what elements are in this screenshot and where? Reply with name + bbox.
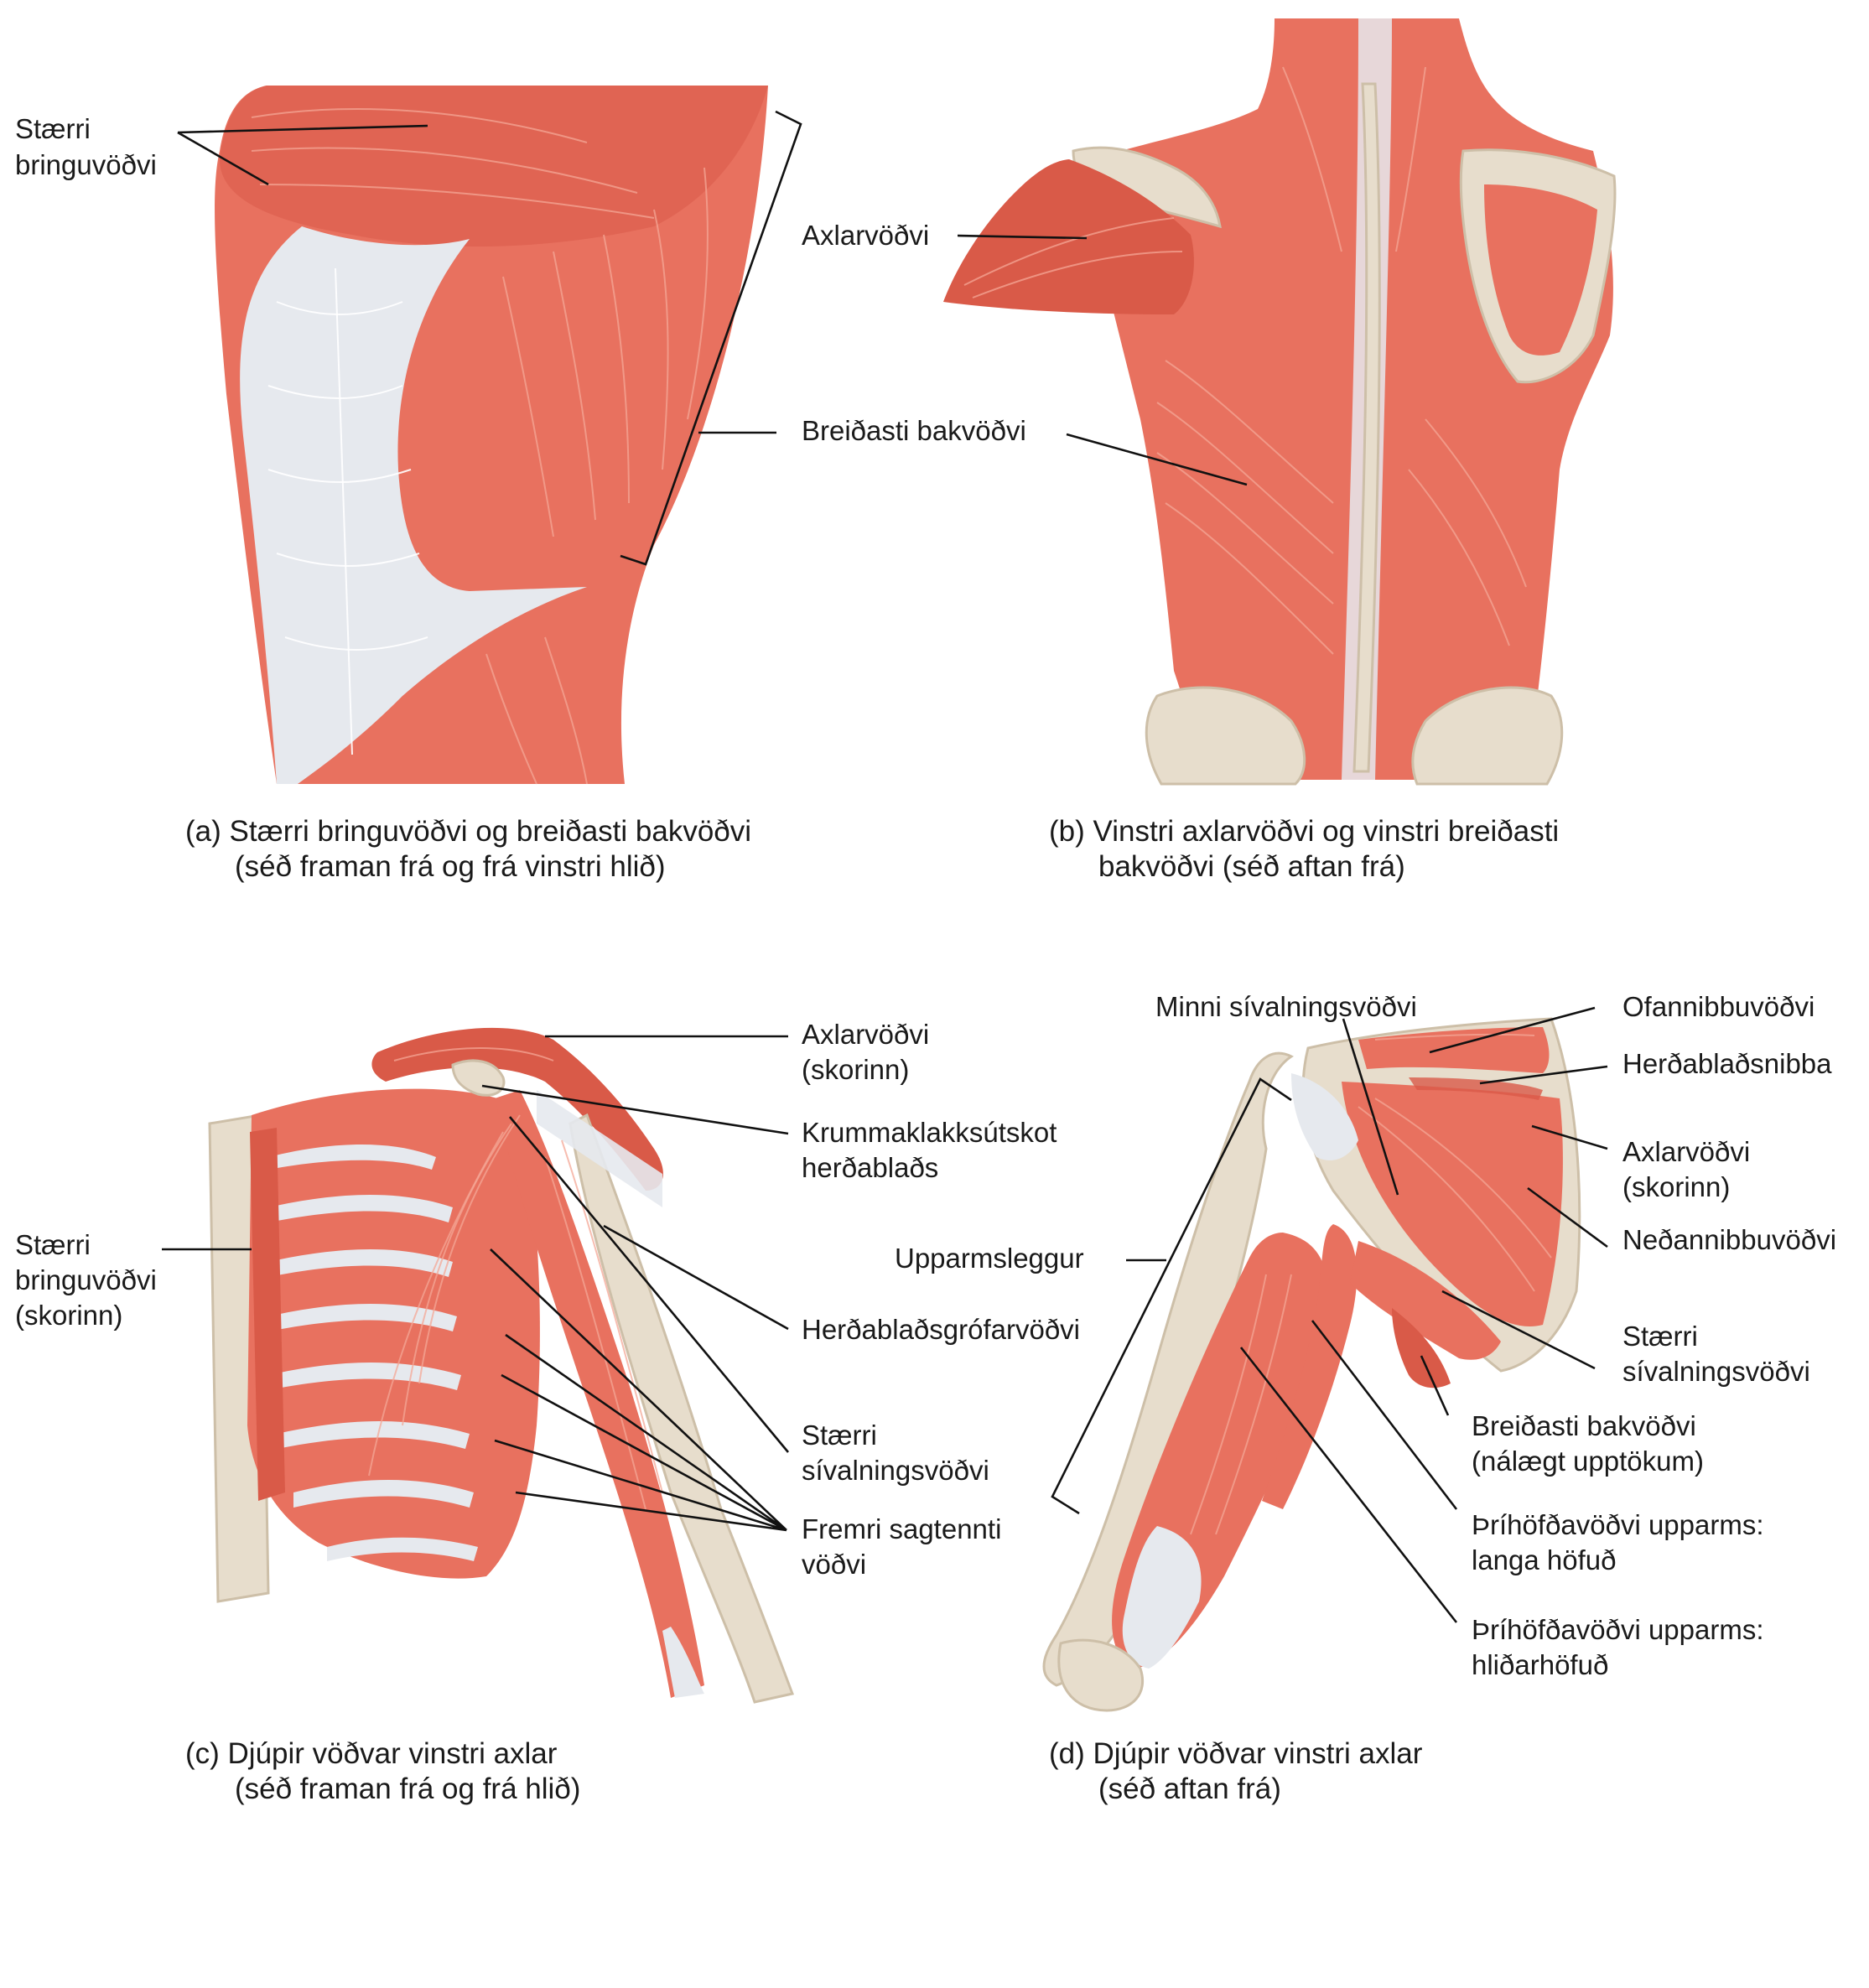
caption-b-line2: bakvöðvi (séð aftan frá) [1098, 850, 1405, 883]
label-d-humerus: Upparmsleggur [895, 1243, 1084, 1274]
caption-d-line1: (d) Djúpir vöðvar vinstri axlar [1049, 1737, 1423, 1770]
panel-d-supraspinatus [1358, 1027, 1550, 1073]
leader-b-latissimus [1066, 433, 1248, 486]
label-d-supraspinatus: Ofannibbuvöðvi [1622, 991, 1814, 1022]
panel-d-latissimus [1392, 1308, 1451, 1388]
leader-c-coracoid [481, 1084, 789, 1135]
label-b-deltoid: Axlarvöðvi [802, 220, 929, 251]
caption-a-line1: (a) Stærri bringuvöðvi og breiðasti bakv… [185, 815, 751, 848]
leader-d-teres-minor [1342, 1018, 1399, 1196]
label-d-deltoid-line1: Axlarvöðvi [1622, 1136, 1750, 1167]
label-c-deltoid-line2: (skorinn) [802, 1054, 909, 1085]
panel-a-illustration [215, 86, 768, 785]
label-c-coracoid-line2: herðablaðs [802, 1152, 938, 1183]
panel-c-deltoid-cut [371, 1027, 663, 1191]
panel-d-teres-major [1350, 1241, 1501, 1360]
panel-c-ribs [268, 1145, 478, 1561]
leader-a-pectoralis [177, 124, 428, 186]
panel-b-pelvis-left [1145, 686, 1306, 786]
label-a-pectoralis-line1: Stærri [15, 113, 91, 144]
leader-d-teres-major [1441, 1290, 1596, 1370]
panel-d-triceps-tendon [1122, 1526, 1202, 1669]
panel-a-fibers [251, 108, 709, 785]
panel-b-fibers [963, 66, 1527, 655]
label-c-coracoid-line1: Krummaklakksútskot [802, 1117, 1057, 1148]
label-d-triceps-lateral-line2: hliðarhöfuð [1472, 1649, 1608, 1680]
panel-b-pelvis-right [1411, 686, 1564, 786]
panel-d-humerus [1042, 1051, 1294, 1687]
label-c-pectoralis-line2: bringuvöðvi [15, 1264, 157, 1295]
label-d-latissimus-line2: (nálægt upptökum) [1472, 1446, 1704, 1477]
panel-b-illustration [943, 18, 1617, 786]
leader-d-triceps-long [1311, 1320, 1458, 1510]
panel-c-illustration [208, 1027, 795, 1704]
caption-b-line1: (b) Vinstri axlarvöðvi og vinstri breiða… [1049, 815, 1559, 848]
panel-c-fibers [368, 1047, 663, 1510]
label-c-serratus-line1: Fremri sagtennti [802, 1513, 1001, 1544]
label-c-teres-major-line2: sívalningsvöðvi [802, 1455, 989, 1486]
leader-d-supraspinatus [1429, 1006, 1596, 1054]
leader-d-infraspinatus [1527, 1186, 1608, 1248]
panel-c-arm-muscle [495, 1090, 704, 1698]
label-d-teres-minor: Minni sívalningsvöðvi [1155, 991, 1417, 1022]
leader-c-teres-major [508, 1116, 790, 1453]
panel-c-subscapularis-tendon [537, 1090, 662, 1207]
panel-d-bracket [1051, 1077, 1292, 1515]
leader-d-deltoid [1531, 1124, 1608, 1150]
label-c-pectoralis-line1: Stærri [15, 1229, 91, 1260]
leader-d-triceps-lateral [1239, 1347, 1458, 1623]
leader-c-subscapularis [603, 1224, 789, 1331]
label-d-infraspinatus: Neðannibbuvöðvi [1622, 1224, 1836, 1255]
panel-a-bracket [620, 110, 802, 566]
leader-d-spine [1479, 1065, 1608, 1085]
label-c-subscapularis: Herðablaðsgrófarvöðvi [802, 1314, 1080, 1345]
label-d-latissimus-line1: Breiðasti bakvöðvi [1472, 1410, 1696, 1441]
label-a-pectoralis-line2: bringuvöðvi [15, 149, 157, 180]
label-c-teres-major-line1: Stærri [802, 1420, 877, 1451]
panel-d-elbow [1057, 1638, 1145, 1712]
caption-a-line2: (séð framan frá og frá vinstri hlið) [235, 850, 666, 883]
panel-c-humerus [568, 1113, 795, 1704]
label-c-serratus-line2: vöðvi [802, 1549, 866, 1580]
panel-d-spine [1409, 1077, 1543, 1100]
leader-d-latissimus [1420, 1355, 1450, 1416]
caption-c-line1: (c) Djúpir vöðvar vinstri axlar [185, 1737, 558, 1770]
label-d-spine: Herðablaðsnibba [1622, 1048, 1832, 1079]
panel-b-spine [1352, 82, 1381, 773]
caption-d-line2: (séð aftan frá) [1098, 1773, 1281, 1805]
panel-d-infraspinatus [1342, 1082, 1563, 1326]
label-d-teres-major-line2: sívalningsvöðvi [1622, 1356, 1810, 1387]
caption-c-line2: (séð framan frá og frá hlið) [235, 1773, 580, 1805]
label-b-latissimus: Breiðasti bakvöðvi [802, 415, 1026, 446]
panel-d-illustration [1042, 1017, 1581, 1712]
label-d-triceps-lateral-line1: Þríhöfðavöðvi upparms: [1472, 1614, 1764, 1645]
panel-d-fibers [1190, 1033, 1552, 1535]
label-c-deltoid-line1: Axlarvöðvi [802, 1019, 929, 1050]
label-d-teres-major-line1: Stærri [1622, 1321, 1698, 1352]
leader-c-serratus [490, 1248, 787, 1532]
panel-d-triceps-long [1262, 1224, 1358, 1509]
label-d-triceps-long-line2: langa höfuð [1472, 1544, 1617, 1575]
panel-c-pectoralis-cut [250, 1128, 285, 1501]
label-d-triceps-long-line1: Þríhöfðavöðvi upparms: [1472, 1509, 1764, 1540]
label-c-pectoralis-line3: (skorinn) [15, 1300, 122, 1331]
label-d-deltoid-line2: (skorinn) [1622, 1171, 1730, 1202]
leader-b-deltoid [957, 234, 1088, 240]
